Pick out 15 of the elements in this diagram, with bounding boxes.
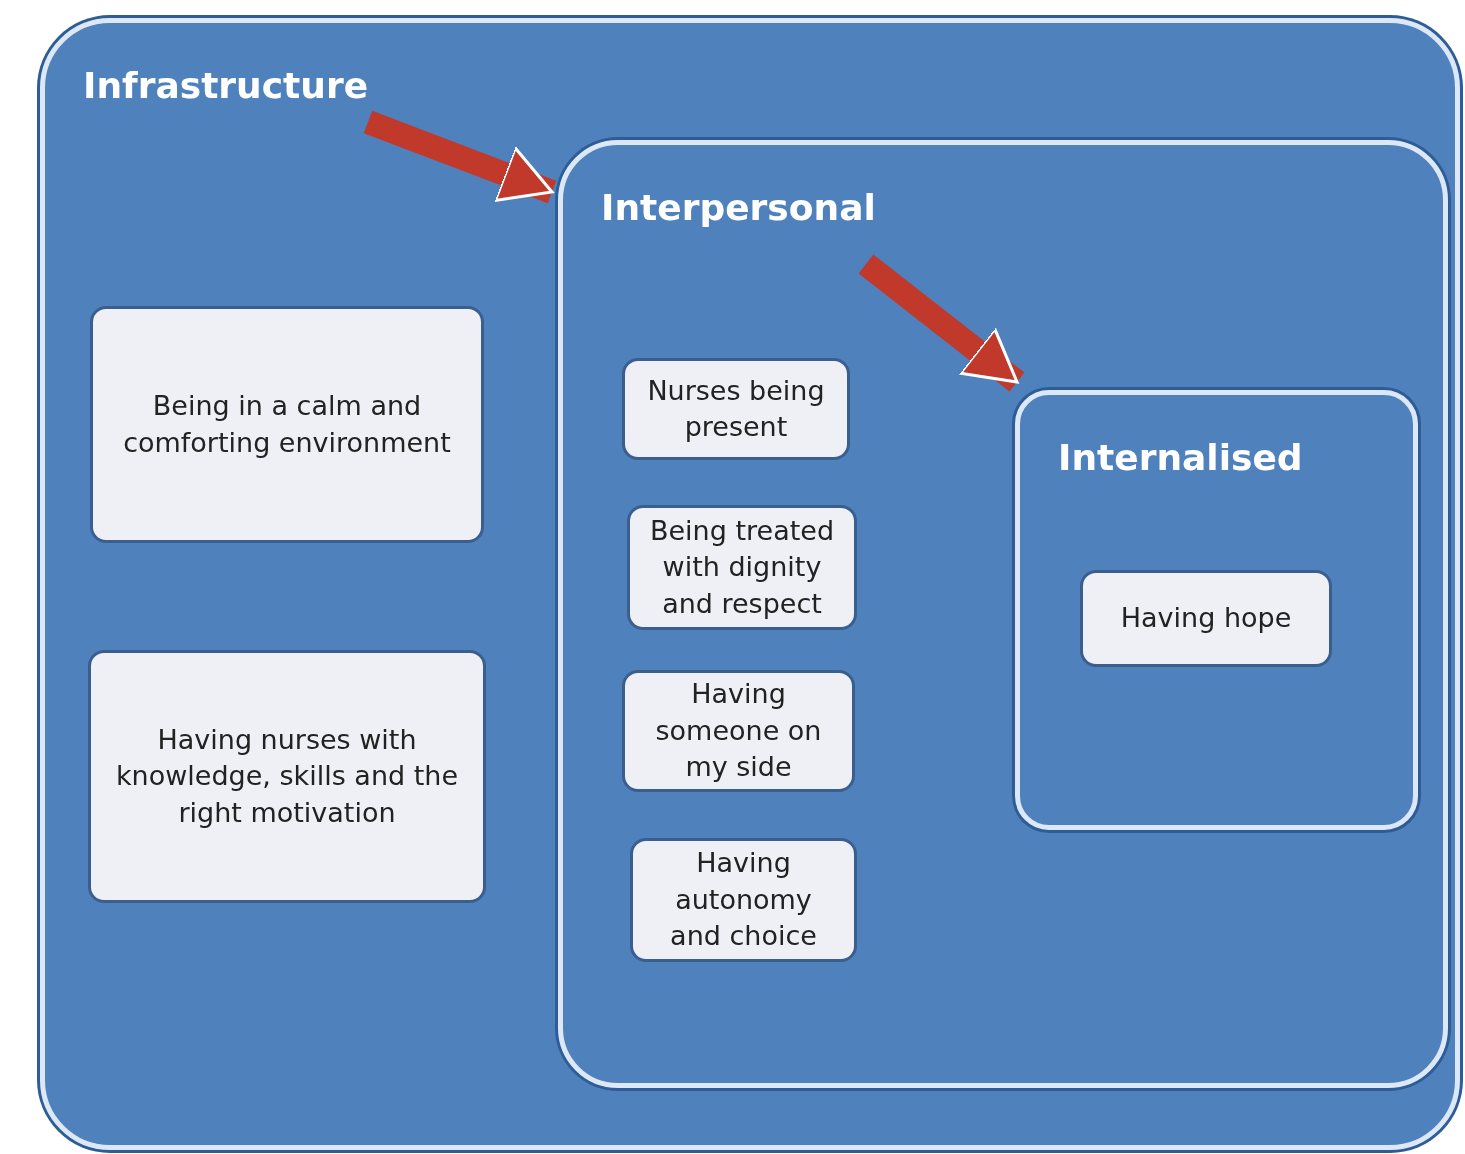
theme-box: Being in a calm and comforting environment (90, 306, 484, 543)
arrow (858, 254, 1025, 392)
panel-title: Internalised (1058, 437, 1303, 478)
theme-box: Having nurses with knowledge, skills and the right motivation (88, 650, 486, 903)
panel-title: Interpersonal (601, 187, 876, 228)
theme-box: Having autonomy and choice (630, 838, 857, 962)
category-panel (40, 18, 1460, 1150)
theme-box: Being treated with dignity and respect (627, 505, 857, 630)
arrow (363, 110, 557, 204)
theme-box: Having hope (1080, 570, 1332, 667)
category-panel (558, 140, 1448, 1088)
theme-box: Having someone on my side (622, 670, 855, 792)
theme-box: Nurses being present (622, 358, 850, 460)
category-panel (1015, 390, 1418, 830)
panel-title: Infrastructure (83, 65, 369, 106)
